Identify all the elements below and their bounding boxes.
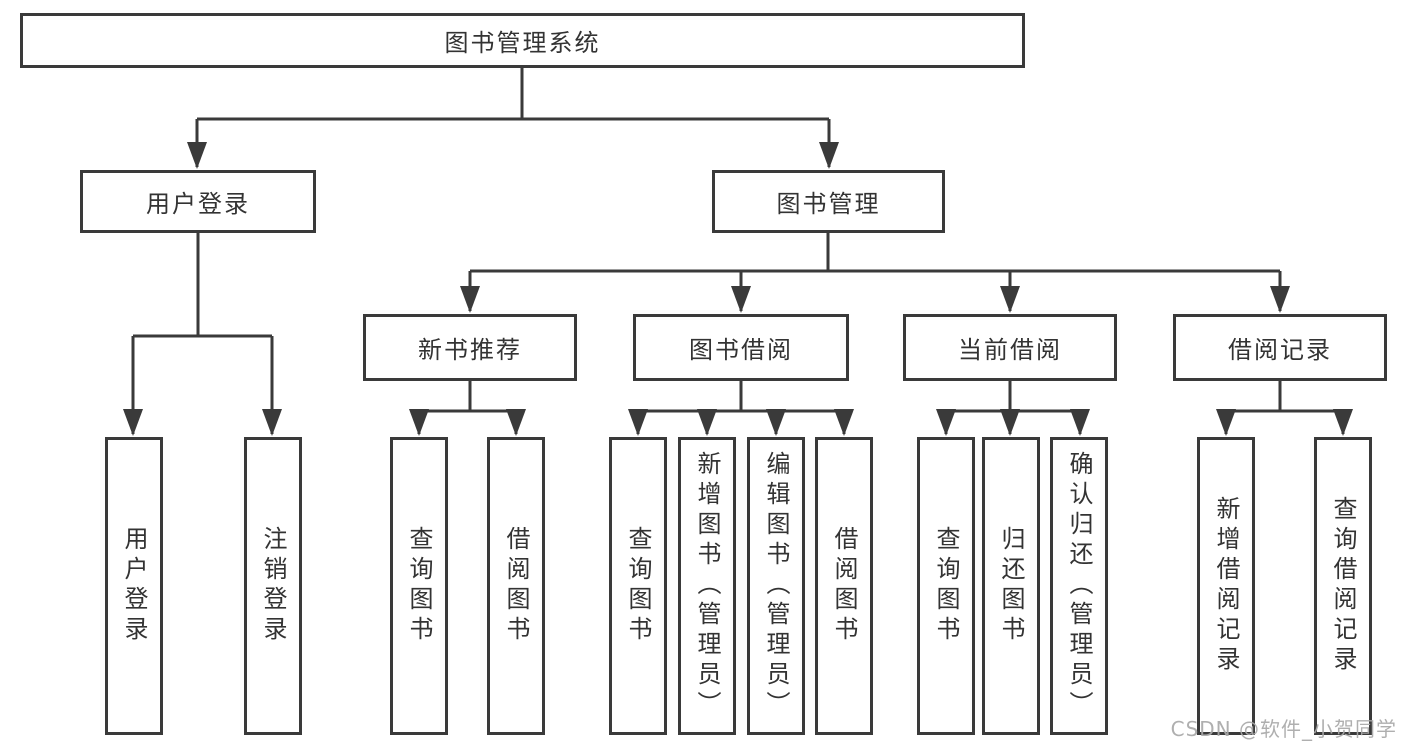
connector-book-borrowing-to-leaves [636,380,846,434]
node-new-book-recommend: 新书推荐 [363,314,577,381]
node-book-borrowing: 图书借阅 [633,314,849,381]
node-records-query-record: 查询借阅记录 [1314,437,1372,735]
node-current-confirm-return-admin: 确认归还（管理员） [1050,437,1108,735]
node-borrowing-borrow-book: 借阅图书 [815,437,873,735]
node-recommend-query-book: 查询图书 [390,437,448,735]
connector-new-book-recommend-to-leaves [417,380,518,434]
node-logout: 注销登录 [244,437,302,735]
watermark: CSDN @软件_小贺同学 [1170,717,1397,741]
node-current-return-book: 归还图书 [982,437,1040,735]
node-recommend-borrow-book: 借阅图书 [487,437,545,735]
node-current-query-book: 查询图书 [917,437,975,735]
connector-borrowing-records-to-leaves [1224,380,1345,434]
arrowheads [123,142,1353,436]
node-borrowing-records: 借阅记录 [1173,314,1387,381]
node-borrowing-edit-book-admin: 编辑图书（管理员） [747,437,805,735]
node-records-add-record: 新增借阅记录 [1197,437,1255,735]
node-current-borrowing: 当前借阅 [903,314,1117,381]
node-user-login: 用户登录 [80,170,316,233]
node-book-management: 图书管理 [712,170,945,233]
connector-root-to-level2 [195,66,831,167]
connector-user-login-to-leaves [131,233,274,434]
node-borrowing-query-book: 查询图书 [609,437,667,735]
node-root: 图书管理系统 [20,13,1025,68]
node-borrowing-add-book-admin: 新增图书（管理员） [678,437,736,735]
connector-book-management-to-level3 [468,233,1282,311]
node-login: 用户登录 [105,437,163,735]
